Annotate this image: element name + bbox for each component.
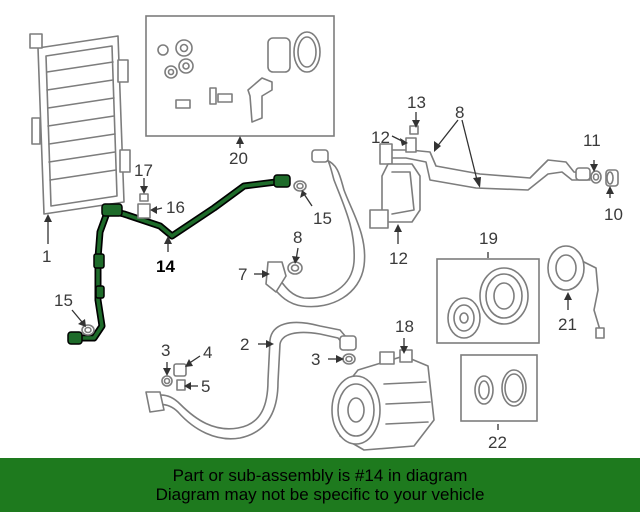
info-banner: Part or sub-assembly is #14 in diagram D… (0, 458, 640, 512)
callout-11: 12 (389, 224, 408, 268)
svg-text:3: 3 (311, 350, 320, 369)
svg-text:19: 19 (479, 229, 498, 248)
compressor-part-18[interactable] (331, 349, 435, 451)
hardware-kit-part-20[interactable] (145, 15, 335, 137)
callout-15-upper: 15 (300, 190, 332, 228)
callout-10: 11 (583, 131, 601, 172)
callout-16: 16 (150, 198, 185, 217)
svg-text:4: 4 (203, 343, 212, 362)
callout-22: 22 (488, 424, 507, 452)
suction-hose-part-6[interactable] (265, 149, 366, 308)
svg-text:5: 5 (201, 377, 210, 396)
svg-text:1: 1 (42, 247, 51, 266)
callout-19: 21 (558, 292, 577, 334)
svg-text:21: 21 (558, 315, 577, 334)
svg-text:17: 17 (134, 161, 153, 180)
sensor-part-16[interactable] (137, 203, 151, 219)
callout-8: 8 (434, 103, 481, 188)
callout-4: 4 (185, 343, 212, 367)
banner-line-1: Part or sub-assembly is #14 in diagram (172, 466, 468, 485)
svg-text:8: 8 (455, 103, 464, 122)
svg-text:10: 10 (604, 205, 623, 224)
svg-text:20: 20 (229, 149, 248, 168)
callout-17: 17 (134, 161, 153, 194)
liquid-line-part-8[interactable] (369, 125, 591, 229)
callout-6: 7 (238, 265, 270, 284)
banner-line-2: Diagram may not be specific to your vehi… (155, 485, 485, 504)
valve-part-4[interactable] (173, 363, 187, 377)
callout-1: 1 (42, 214, 52, 266)
o-ring-part-15-upper[interactable] (293, 180, 307, 192)
svg-text:22: 22 (488, 433, 507, 452)
callout-5: 5 (184, 377, 210, 396)
parts-diagram: 1 20 8 (29, 15, 623, 452)
svg-text:13: 13 (407, 93, 426, 112)
svg-text:11: 11 (583, 131, 601, 150)
o-ring-part-10[interactable] (590, 170, 602, 184)
svg-text:3: 3 (161, 341, 170, 360)
callout-21: 19 (479, 229, 498, 258)
callout-18: 18 (395, 317, 414, 354)
callout-7: 8 (292, 228, 302, 264)
o-ring-part-15-lower[interactable] (81, 324, 95, 336)
svg-text:16: 16 (166, 198, 185, 217)
o-ring-part-3-right[interactable] (342, 353, 356, 365)
svg-text:2: 2 (240, 335, 249, 354)
callout-20: 20 (229, 136, 248, 168)
svg-text:12: 12 (389, 249, 408, 268)
cap-part-9[interactable] (605, 169, 619, 187)
callout-9: 10 (604, 186, 623, 224)
clutch-coil-part-19[interactable] (547, 245, 605, 339)
svg-text:12: 12 (371, 128, 390, 147)
svg-text:7: 7 (238, 265, 247, 284)
o-ring-part-3-left[interactable] (161, 375, 173, 387)
hose-part-2[interactable] (145, 321, 357, 440)
discharge-line-part-14[interactable] (67, 174, 291, 345)
condenser-part-1[interactable] (29, 33, 131, 215)
callout-3-left: 3 (161, 341, 171, 376)
callout-3-right: 3 (311, 350, 344, 369)
clutch-assembly-part-21[interactable] (436, 258, 540, 344)
callout-12: 12 (371, 128, 408, 147)
cap-part-17[interactable] (139, 193, 149, 202)
cap-part-5[interactable] (176, 379, 186, 391)
callout-2: 2 (240, 335, 274, 354)
svg-text:8: 8 (293, 228, 302, 247)
svg-text:18: 18 (395, 317, 414, 336)
svg-text:15: 15 (313, 209, 332, 228)
svg-text:15: 15 (54, 291, 73, 310)
svg-text:14: 14 (156, 257, 175, 276)
callout-13: 13 (407, 93, 426, 128)
callout-14: 14 (156, 236, 175, 276)
seal-kit-part-22[interactable] (460, 354, 538, 422)
callout-15-lower: 15 (54, 291, 86, 327)
